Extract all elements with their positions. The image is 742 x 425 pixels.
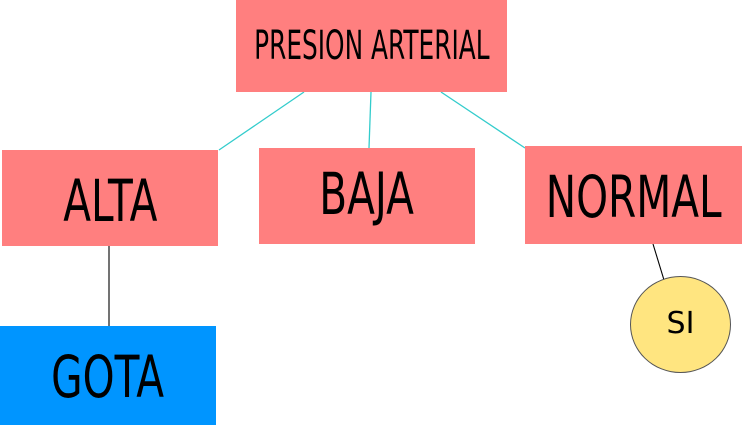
node-presion-arterial[interactable]: PRESION ARTERIAL xyxy=(236,0,507,92)
node-label: GOTA xyxy=(51,342,165,411)
edge-normal-si xyxy=(652,243,665,281)
node-label: PRESION ARTERIAL xyxy=(253,23,490,69)
node-label: NORMAL xyxy=(545,163,722,231)
edge-root-normal xyxy=(440,91,526,149)
node-normal[interactable]: NORMAL xyxy=(525,146,742,244)
node-label: BAJA xyxy=(319,160,415,228)
node-label: ALTA xyxy=(62,167,158,235)
node-label: SI xyxy=(666,306,695,341)
node-si-circle[interactable]: SI xyxy=(630,276,731,373)
node-alta[interactable]: ALTA xyxy=(2,150,218,246)
edge-root-alta xyxy=(218,91,305,151)
node-baja[interactable]: BAJA xyxy=(259,148,475,244)
node-gota[interactable]: GOTA xyxy=(0,326,216,425)
edge-root-baja xyxy=(368,91,372,149)
